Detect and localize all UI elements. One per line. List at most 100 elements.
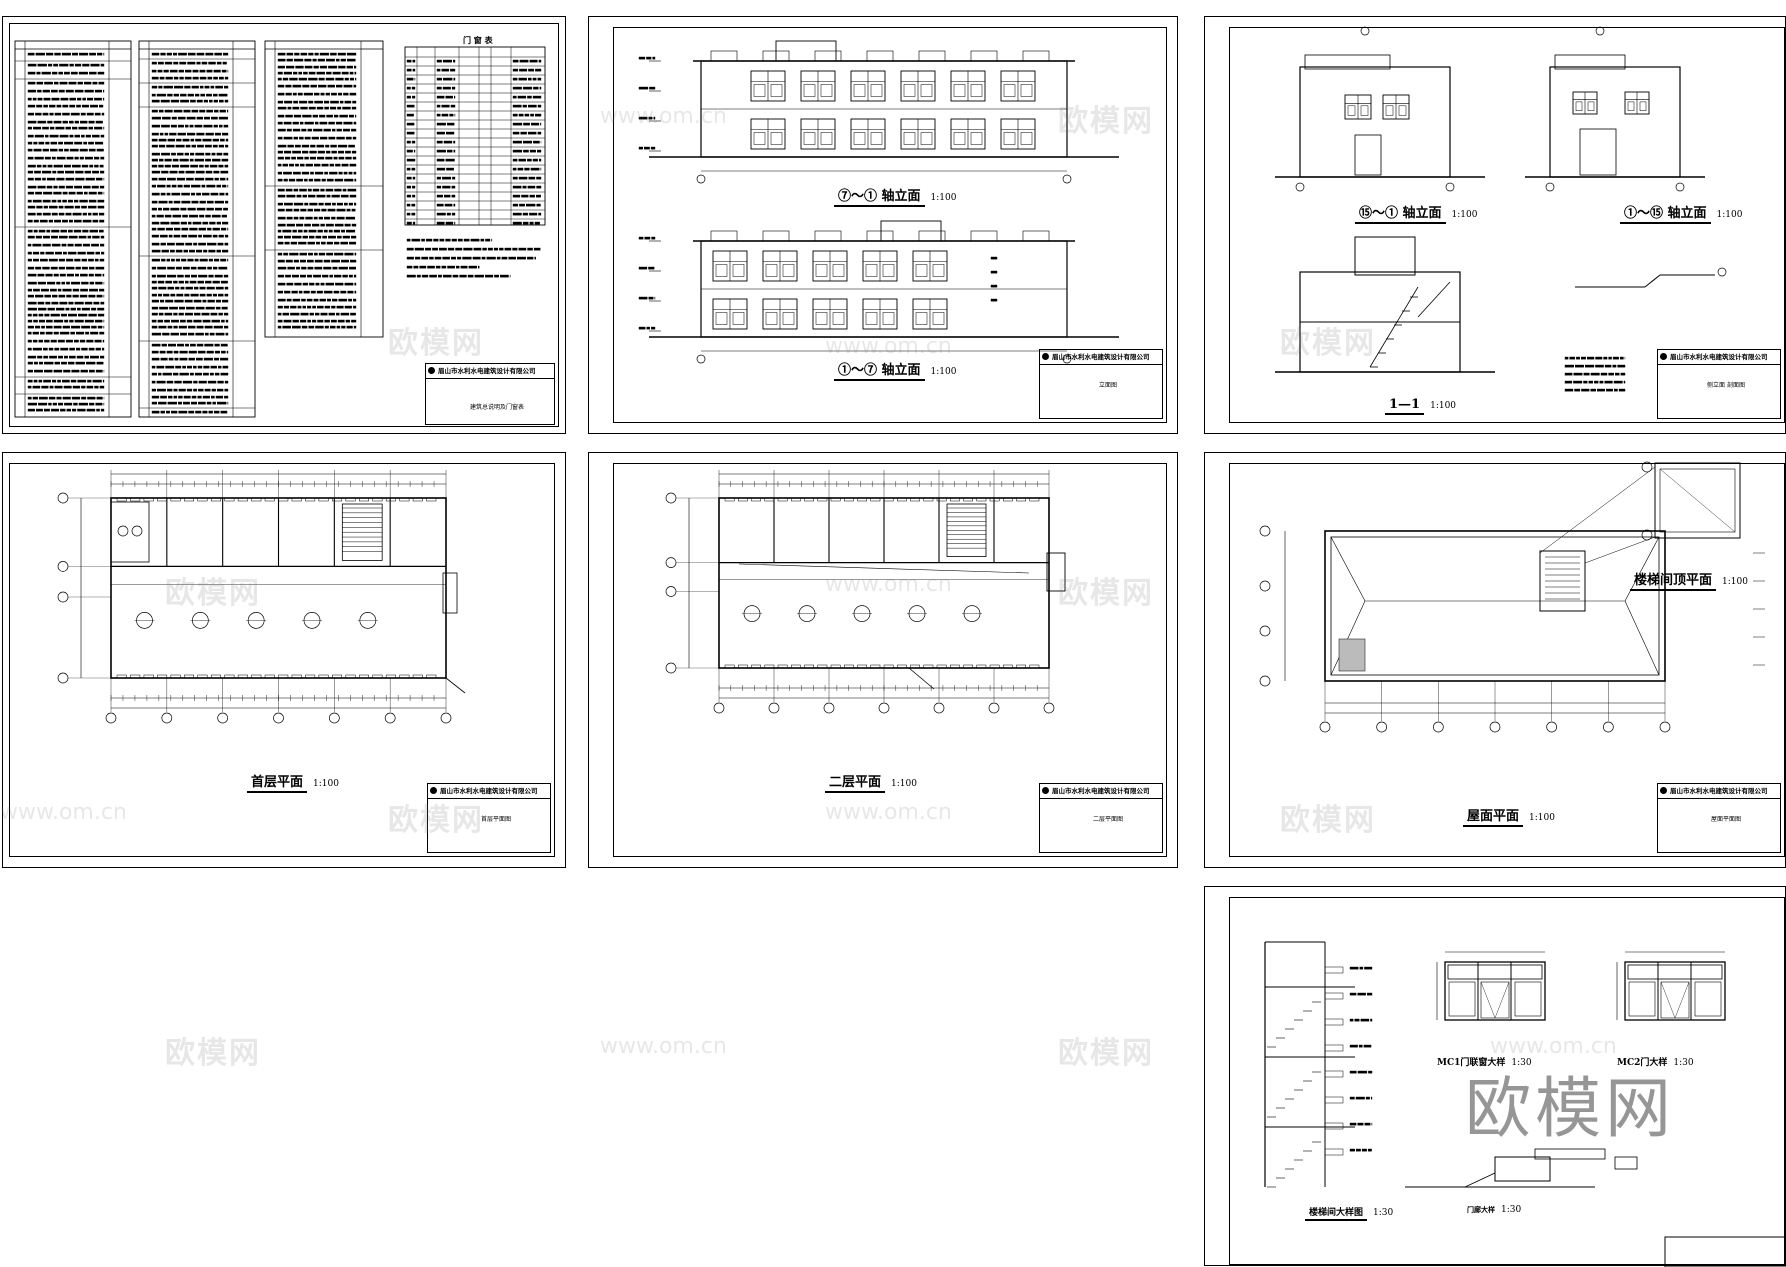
text-glyph bbox=[180, 62, 186, 64]
text-glyph bbox=[170, 70, 177, 72]
text-glyph bbox=[1350, 1019, 1353, 1021]
text-glyph bbox=[166, 281, 172, 283]
text-glyph bbox=[446, 168, 453, 170]
text-glyph bbox=[323, 236, 327, 238]
text-glyph bbox=[97, 308, 104, 310]
text-glyph bbox=[437, 96, 444, 98]
text-glyph bbox=[191, 193, 195, 195]
text-glyph bbox=[161, 222, 170, 224]
text-glyph bbox=[71, 326, 80, 328]
text-glyph bbox=[206, 94, 211, 96]
text-glyph bbox=[100, 386, 104, 388]
text-glyph bbox=[278, 151, 283, 153]
text-glyph bbox=[60, 348, 68, 350]
text-glyph bbox=[28, 178, 34, 180]
text-glyph bbox=[60, 302, 67, 304]
sheet-elevations[interactable]: ⑦～① 轴立面1:100 ①～⑦ 轴立面1:100 眉山市水利水电建筑设计有限公… bbox=[588, 16, 1178, 434]
text-glyph bbox=[529, 177, 535, 179]
text-glyph bbox=[315, 326, 323, 328]
text-glyph bbox=[326, 283, 334, 285]
text-glyph bbox=[165, 62, 172, 64]
text-glyph bbox=[340, 115, 348, 117]
text-glyph bbox=[49, 356, 56, 358]
text-glyph bbox=[85, 332, 88, 334]
text-glyph bbox=[169, 133, 176, 135]
text-glyph bbox=[54, 121, 61, 123]
text-glyph bbox=[464, 248, 473, 250]
axis-bubble bbox=[58, 592, 68, 602]
text-glyph bbox=[337, 137, 345, 139]
window-pane bbox=[1640, 102, 1646, 111]
text-glyph bbox=[326, 59, 334, 61]
text-glyph bbox=[485, 239, 490, 241]
door bbox=[1355, 135, 1381, 175]
company-name: 眉山市水利水电建筑设计有限公司 bbox=[1658, 784, 1780, 799]
watermark: 欧模网 bbox=[388, 795, 484, 839]
text-glyph bbox=[457, 257, 461, 259]
sheet-side-elevations[interactable]: ⑮～① 轴立面1:100 ①～⑮ 轴立面1:100 1—11:100 眉山市水利… bbox=[1204, 16, 1786, 434]
text-glyph bbox=[343, 189, 346, 191]
text-glyph bbox=[471, 239, 479, 241]
text-glyph bbox=[346, 320, 350, 322]
text-glyph bbox=[286, 66, 294, 68]
text-glyph bbox=[49, 259, 58, 261]
text-glyph bbox=[157, 267, 165, 269]
text-glyph bbox=[354, 172, 356, 174]
text-glyph bbox=[87, 409, 95, 411]
window-pane bbox=[1399, 106, 1406, 116]
text-glyph bbox=[77, 356, 83, 358]
text-glyph bbox=[89, 289, 98, 291]
text-glyph bbox=[28, 105, 35, 107]
text-glyph bbox=[513, 204, 518, 206]
text-glyph bbox=[644, 147, 649, 149]
text-glyph bbox=[528, 186, 535, 188]
text-glyph bbox=[1350, 993, 1356, 995]
text-glyph bbox=[286, 189, 292, 191]
text-glyph bbox=[28, 409, 35, 411]
text-glyph bbox=[214, 110, 218, 112]
text-glyph bbox=[61, 362, 66, 364]
text-glyph bbox=[407, 141, 411, 143]
text-glyph bbox=[179, 281, 184, 283]
text-glyph bbox=[62, 113, 69, 115]
text-glyph bbox=[192, 145, 196, 147]
text-glyph bbox=[309, 107, 316, 109]
text-glyph bbox=[278, 115, 284, 117]
text-glyph bbox=[531, 168, 539, 170]
swing-line bbox=[1481, 982, 1495, 1018]
text-glyph bbox=[206, 307, 215, 309]
text-glyph bbox=[312, 224, 319, 226]
text-glyph bbox=[316, 236, 321, 238]
text-glyph bbox=[28, 206, 35, 208]
text-glyph bbox=[220, 259, 225, 261]
text-glyph bbox=[190, 100, 195, 102]
text-glyph bbox=[95, 90, 102, 92]
text-glyph bbox=[304, 230, 307, 232]
text-glyph bbox=[197, 344, 203, 346]
text-glyph bbox=[82, 267, 88, 269]
text-glyph bbox=[278, 78, 282, 80]
watermark-url: www.om.cn bbox=[825, 334, 952, 359]
text-glyph bbox=[54, 220, 60, 222]
text-glyph bbox=[446, 239, 451, 241]
text-glyph bbox=[345, 283, 353, 285]
text-glyph bbox=[217, 62, 221, 64]
text-glyph bbox=[72, 397, 80, 399]
text-glyph bbox=[294, 59, 303, 61]
text-glyph bbox=[88, 236, 91, 238]
text-glyph bbox=[56, 127, 65, 129]
text-glyph bbox=[160, 351, 166, 353]
text-glyph bbox=[190, 165, 197, 167]
axis-bubble bbox=[1260, 526, 1270, 536]
text-glyph bbox=[212, 320, 220, 322]
text-glyph bbox=[222, 185, 226, 187]
text-glyph bbox=[437, 195, 443, 197]
text-glyph bbox=[52, 200, 56, 202]
text-glyph bbox=[85, 171, 91, 173]
text-glyph bbox=[180, 77, 184, 79]
text-glyph bbox=[80, 157, 84, 159]
text-glyph bbox=[59, 267, 65, 269]
text-glyph bbox=[39, 230, 45, 232]
sheet-general-notes[interactable]: 门 窗 表 眉山市水利水电建筑设计有限公司 建筑总说明及门窗表 bbox=[2, 16, 566, 434]
text-glyph bbox=[312, 320, 316, 322]
